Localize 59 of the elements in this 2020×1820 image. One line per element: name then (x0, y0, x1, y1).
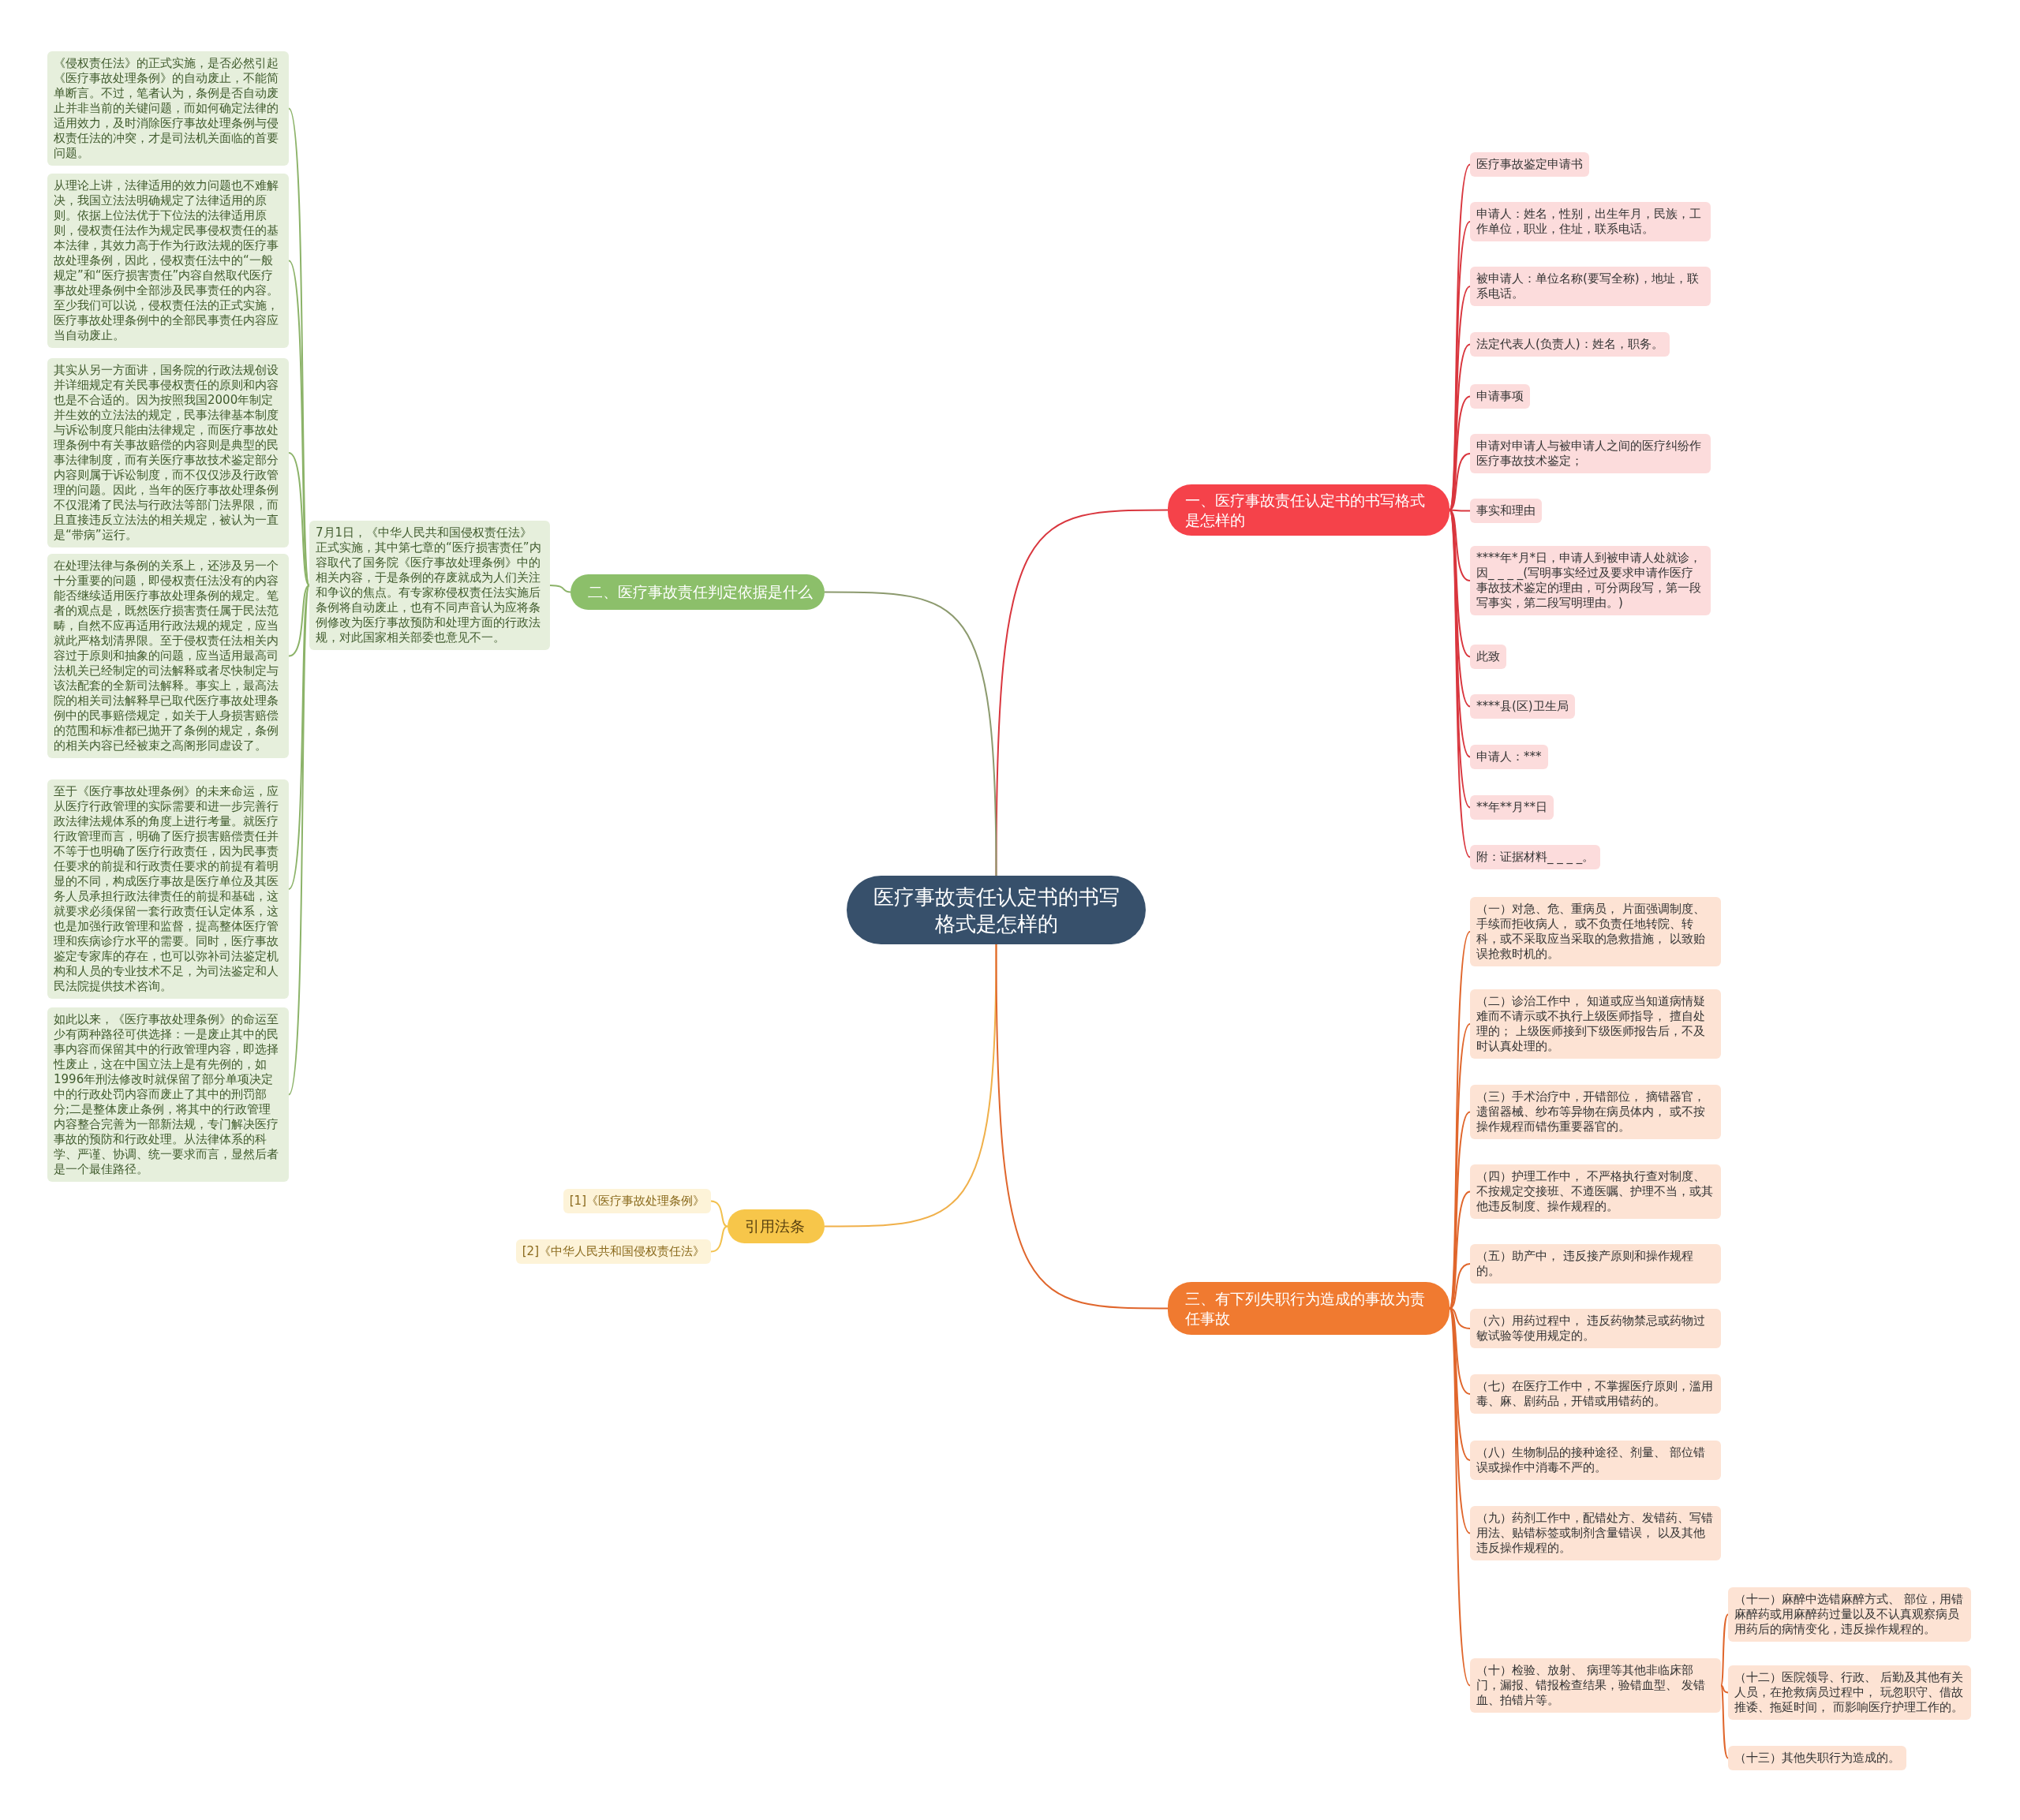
connector (1720, 1613, 1729, 1687)
subtopic-box: 申请人：*** (1470, 745, 1548, 769)
subtopic-box: （十三）其他失职行为造成的。 (1728, 1746, 1906, 1770)
topic-box: 二、医疗事故责任判定依据是什么 (570, 574, 825, 610)
subtopic-box: （三）手术治疗中，开错部位， 摘错器官，遗留器械、纱布等异物在病员体内， 或不按操作规程而错伤重要器官的。 (1470, 1085, 1721, 1139)
subtopic-box: 事实和理由 (1470, 499, 1542, 523)
connector (995, 944, 1169, 1310)
subtopic-box: [1]《医疗事故处理条例》 (563, 1189, 711, 1213)
connector (288, 585, 310, 657)
subtopic-box: 被申请人：单位名称(要写全称)，地址，联系电话。 (1470, 267, 1711, 306)
connector (1449, 1190, 1471, 1310)
subtopic-box: 附：证据材料_ _ _ _。 (1470, 845, 1601, 869)
subtopic-box: 申请事项 (1470, 384, 1530, 409)
subtopic-box: 此致 (1470, 645, 1506, 669)
connector (1449, 1307, 1471, 1329)
topic-box: 三、有下列失职行为造成的事故为责任事故 (1168, 1282, 1450, 1335)
subtopic-box: （二）诊治工作中， 知道或应当知道病情疑难而不请示或不执行上级医师指导， 擅自处理的； 上级医师接到下级医师报告后，不及时认真处理的。 (1470, 989, 1721, 1059)
subtopic-box: （四）护理工作中， 不严格执行查对制度、不按规定交接班、不遵医嘱、护理不当，或其他违反制度、操作规程的。 (1470, 1164, 1721, 1219)
subtopic-box: 至于《医疗事故处理条例》的未来命运，应从医疗行政管理的实际需要和进一步完善行政法律法规体系的角度上进行考量。就医疗行政管理而言，明确了医疗损害赔偿责任并不等于也明确了医疗行政责任，因为民事责任要求的前提和行政责任要求的前提有着明显的不同，构成医疗事故是医疗单位及其医务人员承担行政法律责任的前提和基础，这就要求必须保留一套行政责任认定体系，这也是加强行政管理和监督，提高整体医疗管理和疾病诊疗水平的需要。同时，医疗事故鉴定专家库的存在，也可以弥补司法鉴定机构和人员的专业技术不足，为司法鉴定和人民法院提供技术咨询。 (47, 779, 289, 999)
subtopic-box: （一）对急、危、重病员， 片面强调制度、手续而拒收病人， 或不负责任地转院、转科，或不采取应当采取的急救措施， 以致贻误抢救时机的。 (1470, 897, 1721, 966)
subtopic-box: 医疗事故鉴定申请书 (1470, 152, 1589, 177)
subtopic-box: （十二）医院领导、行政、 后勤及其他有关人员，在抢救病员过程中， 玩忽职守、借故推诿、拖延时间， 而影响医疗护理工作的。 (1728, 1665, 1971, 1720)
subtopic-box: 《侵权责任法》的正式实施，是否必然引起《医疗事故处理条例》的自动废止，不能简单断言。不过，笔者认为，条例是否自动废止并非当前的关键问题，而如何确定法律的适用效力，及时消除医疗事故处理条例与侵权责任法的冲突，才是司法机关面临的首要问题。 (47, 51, 289, 166)
subtopic-box: 在处理法律与条例的关系上，还涉及另一个十分重要的问题，即侵权责任法没有的内容能否继续适用医疗事故处理条例的规定。笔者的观点是，既然医疗损害责任属于民法范畴，自然不应再适用行政法规的规定，应当就此严格划清界限。至于侵权责任法相关内容过于原则和抽象的问题，应当适用最高司法机关已经制定的司法解释或者尽快制定与该法配套的全新司法解释。事实上，最高法院的相关司法解释早已取代医疗事故处理条例中的民事赔偿规定，如关于人身损害赔偿的范围和标准都已抛开了条例的规定，条例的相关内容已经被束之高阁形同虚设了。 (47, 554, 289, 758)
connector (288, 452, 310, 586)
subtopic-box: （十一）麻醉中选错麻醉方式、 部位，用错麻醉药或用麻醉药过量以及不认真观察病员用药后的病情变化，违反操作规程的。 (1728, 1587, 1971, 1642)
connector (1449, 453, 1471, 511)
connector (1449, 1307, 1471, 1395)
connector (710, 1225, 728, 1253)
subtopic-box: 从理论上讲，法律适用的效力问题也不难解决，我国立法法明确规定了法律适用的原则。依据上位法优于下位法的法律适用原则，侵权责任法作为规定民事侵权责任的基本法律，其效力高于作为行政法规的医疗事故处理条例，因此，侵权责任法中的“一般规定”和“医疗损害责任”内容自然取代医疗事故处理条例中全部涉及民事责任的内容。至少我们可以说，侵权责任法的正式实施，医疗事故处理条例中的全部民事责任内容应当自动废止。 (47, 174, 289, 348)
subtopic-box: （六）用药过程中， 违反药物禁忌或药物过敏试验等使用规定的。 (1470, 1309, 1721, 1348)
subtopic-box: 法定代表人(负责人)：姓名，职务。 (1470, 332, 1670, 357)
subtopic-box: ****年*月*日，申请人到被申请人处就诊，因_ _ _ _(写明事实经过及要求申请作医疗事故技术鉴定的理由，可分两段写，第一段写事实，第二段写明理由。) (1470, 546, 1711, 615)
subtopic-box: （十）检验、放射、 病理等其他非临床部门，漏报、错报检查结果，验错血型、 发错血、拍错片等。 (1470, 1658, 1721, 1713)
connector (1449, 509, 1471, 512)
subtopic-box: （七）在医疗工作中，不掌握医疗原则，滥用毒、麻、剧药品，开错或用错药的。 (1470, 1374, 1721, 1414)
connector (1720, 1684, 1729, 1759)
connector (1449, 509, 1471, 581)
connector (549, 585, 571, 593)
topic-box: 一、医疗事故责任认定书的书写格式是怎样的 (1168, 484, 1450, 536)
subtopic-box: 如此以来，《医疗事故处理条例》的命运至少有两种路径可供选择：一是废止其中的民事内容而保留其中的行政管理内容，即选择性废止，这在中国立法上是有先例的，如1996年刑法修改时就保留了部分单项决定中的行政处罚内容而废止了其中的刑罚部分;二是整体废止条例，将其中的行政管理内容整合完善为一部新法规，专门解决医疗事故的预防和行政处理。从法律体系的科学、严谨、协调、统一要求而言，显然后者是一个最佳路径。 (47, 1007, 289, 1182)
subtopic-box: 申请对申请人与被申请人之间的医疗纠纷作医疗事故技术鉴定； (1470, 434, 1711, 473)
subtopic-box: （五）助产中， 违反接产原则和操作规程的。 (1470, 1244, 1721, 1284)
topic-box: 引用法条 (728, 1209, 825, 1243)
subtopic-box: 7月1日，《中华人民共和国侵权责任法》正式实施，其中第七章的“医疗损害责任”内容取代了国务院《医疗事故处理条例》中的相关内容，于是条例的存废就成为人们关注和争议的焦点。有专家称侵权责任法实施后条例将自动废止，也有不同声音认为应将条例修改为医疗事故预防和处理方面的行政法规，对此国家相关部委也意见不一。 (309, 521, 550, 650)
subtopic-box: [2]《中华人民共和国侵权责任法》 (515, 1239, 711, 1264)
subtopic-box: 申请人：姓名，性别，出生年月，民族，工作单位，职业，住址，联系电话。 (1470, 202, 1711, 241)
connector (710, 1200, 728, 1228)
subtopic-box: （八）生物制品的接种途径、剂量、 部位错误或操作中消毒不严的。 (1470, 1441, 1721, 1480)
connector (1449, 1263, 1471, 1310)
connector (288, 260, 310, 586)
subtopic-box: **年**月**日 (1470, 795, 1554, 820)
root-topic: 医疗事故责任认定书的书写格式是怎样的 (847, 876, 1146, 944)
subtopic-box: ****县(区)卫生局 (1470, 694, 1575, 719)
connector (824, 944, 997, 1228)
connector (288, 585, 310, 890)
subtopic-box: 其实从另一方面讲，国务院的行政法规创设并详细规定有关民事侵权责任的原则和内容也是不合适的。因为按照我国2000年制定并生效的立法法的规定，民事法律基本制度与诉讼制度只能由法律规定，而医疗事故处理条例中有关事故赔偿的内容则是典型的民事法律制度，而有关医疗事故技术鉴定部分内容则属于诉讼制度，而不仅仅涉及行政管理的问题。因此，当年的医疗事故处理条例不仅混淆了民法与行政法等部门法界限，而且直接违反立法法的相关规定，被认为一直是“带病”运行。 (47, 358, 289, 547)
connector (824, 591, 997, 876)
subtopic-box: （九）药剂工作中，配错处方、发错药、写错用法、贴错标签或制剂含量错误， 以及其他违反操作规程的。 (1470, 1506, 1721, 1560)
